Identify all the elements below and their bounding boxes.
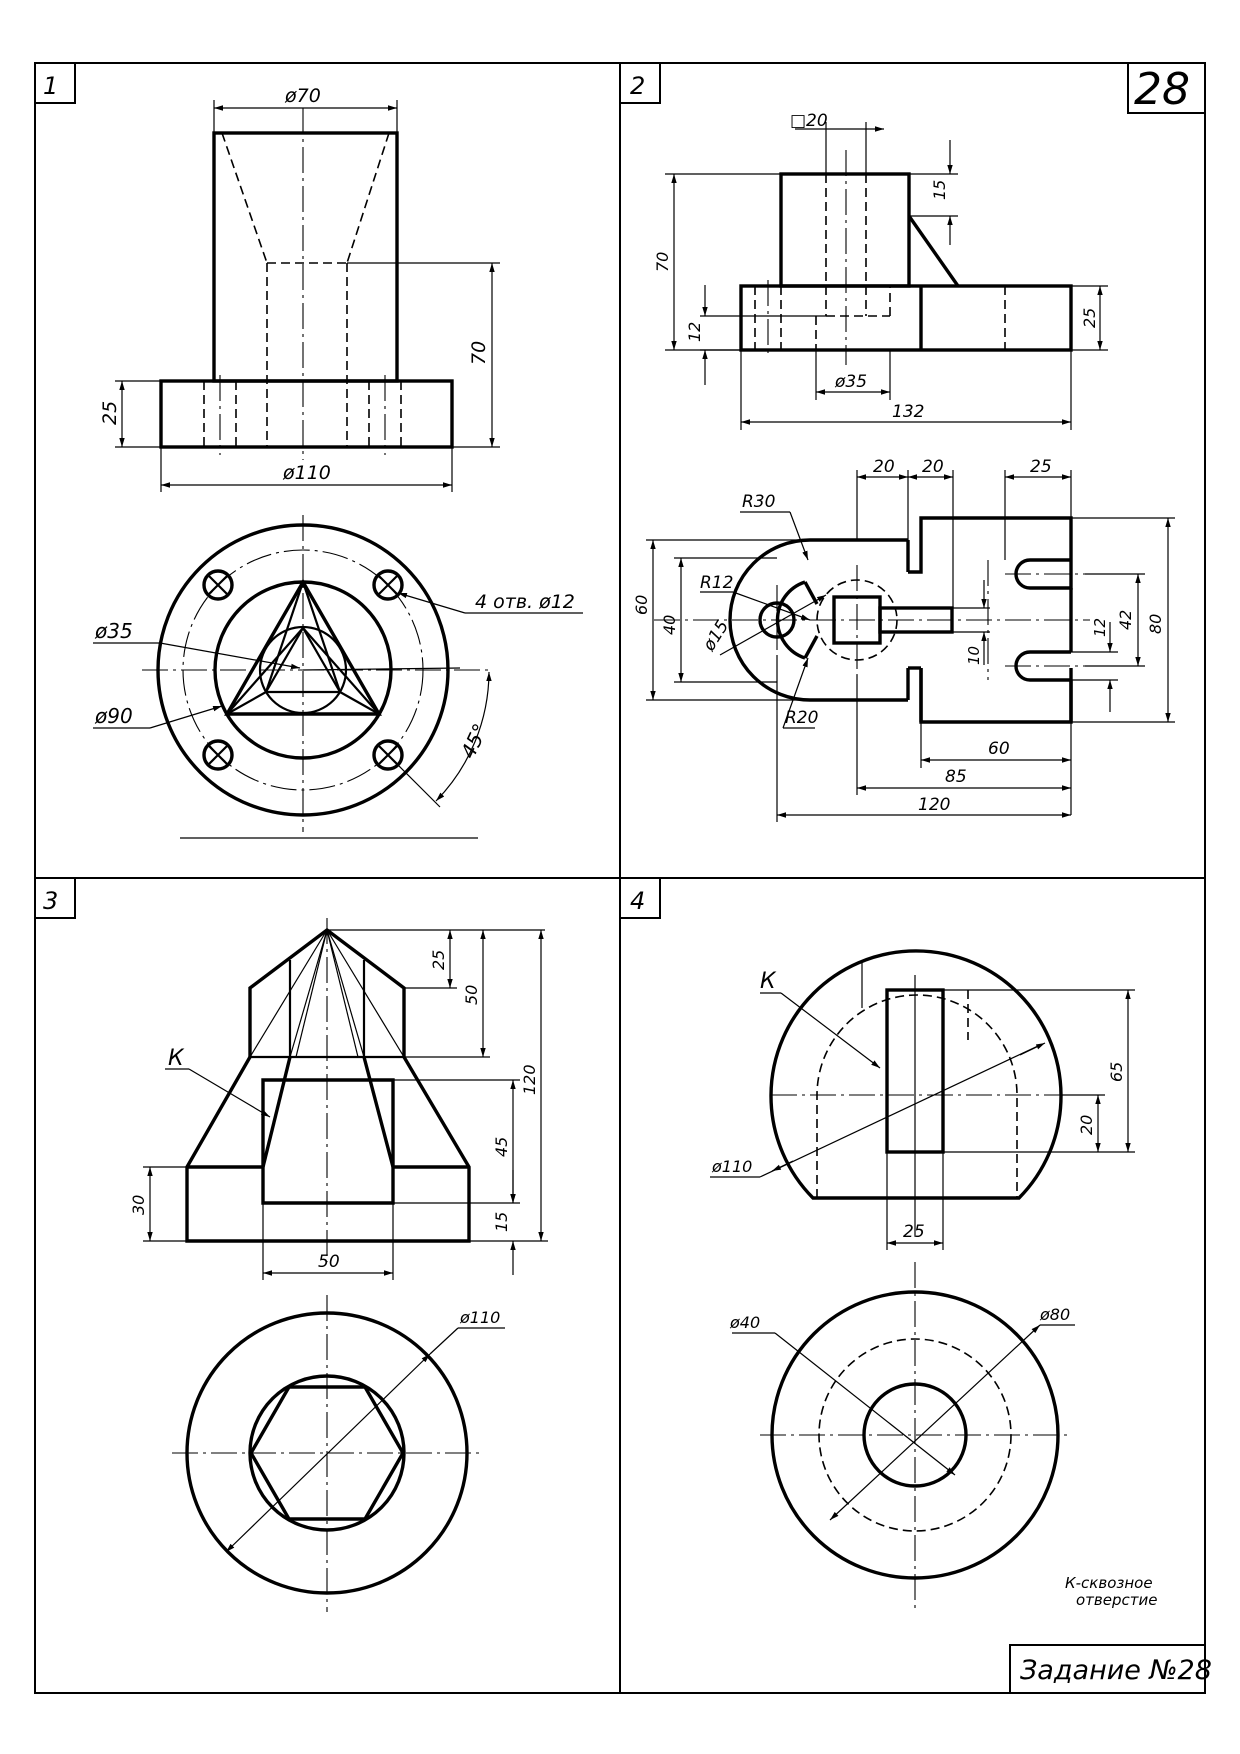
dim-h20-4: 20 <box>1077 1115 1096 1135</box>
panel-1-number-box: 1 <box>35 63 76 104</box>
dim-h120-3: 120 <box>520 1064 539 1095</box>
dim-h12: 12 <box>685 322 704 342</box>
note-line-2: отверстие <box>1076 1591 1157 1609</box>
dim-h15: 15 <box>930 180 949 200</box>
label-k-3: К <box>168 1046 185 1071</box>
dim-h65-4: 65 <box>1107 1062 1126 1082</box>
task-label-box: Задание №28 <box>1009 1644 1212 1693</box>
dim-h12b: 12 <box>1091 618 1109 637</box>
panel-2-number-box: 2 <box>620 63 661 104</box>
sheet-number: 28 <box>1134 64 1190 115</box>
dim-h70: 70 <box>468 341 490 365</box>
dim-d40-4: ø40 <box>729 1313 760 1332</box>
drawing-1-top-view: 4 отв. ø12 ø35 ø90 45° <box>93 515 583 839</box>
dim-d90: ø90 <box>94 704 133 728</box>
drawing-4: К 65 20 ø110 25 <box>710 949 1135 1612</box>
dim-w20a: 20 <box>873 457 895 477</box>
drawing-2: □20 15 70 25 12 ø35 <box>632 111 1175 822</box>
dim-h42: 42 <box>1116 610 1135 630</box>
dim-sq20: □20 <box>790 111 828 131</box>
dim-angle: 45° <box>456 720 493 762</box>
drawing-2-front-dimensions: □20 15 70 25 12 ø35 <box>653 111 1108 430</box>
dim-d70: ø70 <box>284 85 321 107</box>
sheet-number-box: 28 <box>1127 63 1205 115</box>
dim-h10: 10 <box>965 646 983 665</box>
dim-w60: 60 <box>988 739 1010 759</box>
panel-4-number-box: 4 <box>620 878 661 919</box>
dim-d80-4: ø80 <box>1039 1305 1070 1324</box>
dim-holes: 4 отв. ø12 <box>475 591 575 613</box>
dim-d110: ø110 <box>282 462 331 484</box>
dim-w120: 120 <box>918 795 950 815</box>
dim-w20b: 20 <box>922 457 944 477</box>
drawing-1-front-view <box>159 108 454 460</box>
drawing-3: К 25 50 120 45 15 30 <box>129 918 548 1612</box>
dim-d35-2: ø35 <box>834 372 867 392</box>
drawing-4-front-view <box>769 949 1063 1235</box>
panel-3-number: 3 <box>43 887 58 915</box>
dim-h25: 25 <box>99 401 121 425</box>
panel-2-number: 2 <box>630 72 645 100</box>
drawing-4-top-view: ø40 ø80 <box>729 1262 1075 1612</box>
dim-h45-3: 45 <box>492 1137 511 1157</box>
dim-h40: 40 <box>660 615 679 635</box>
drawing-2-top-dimensions: 20 20 25 R30 R12 ø15 R20 60 40 <box>632 457 1175 822</box>
dim-h25-3: 25 <box>429 950 448 970</box>
dim-h80: 80 <box>1146 614 1165 634</box>
dim-w50-3: 50 <box>318 1252 340 1272</box>
dim-d110-3: ø110 <box>459 1308 500 1327</box>
dim-r30: R30 <box>742 492 775 512</box>
dim-h25: 25 <box>1080 308 1099 328</box>
dim-d15: ø15 <box>699 617 733 656</box>
task-label: Задание №28 <box>1020 1655 1212 1686</box>
drawing-3-front-view <box>185 918 471 1262</box>
drawing-1: ø70 70 25 ø110 <box>93 85 583 839</box>
panel-3-number-box: 3 <box>35 878 76 919</box>
drawing-1-dimensions: ø70 70 25 ø110 <box>99 85 500 492</box>
note: К-сквозное отверстие <box>1065 1574 1157 1609</box>
dim-w85: 85 <box>945 767 967 787</box>
panel-1-number: 1 <box>43 72 58 100</box>
dim-d35: ø35 <box>94 619 133 643</box>
dim-r20: R20 <box>785 708 818 728</box>
dim-h70: 70 <box>653 252 672 272</box>
dim-w25: 25 <box>1030 457 1052 477</box>
label-k-4: К <box>760 969 777 994</box>
dim-h60: 60 <box>632 595 651 615</box>
drawing-3-dimensions: К 25 50 120 45 15 30 <box>129 929 548 1280</box>
dim-w25-4: 25 <box>903 1222 925 1242</box>
dim-r12: R12 <box>700 573 733 593</box>
drawing-2-front-view <box>739 150 1073 365</box>
dim-w132: 132 <box>892 402 924 422</box>
dim-h15-3: 15 <box>492 1212 511 1232</box>
note-line-1: К-сквозное <box>1065 1574 1153 1592</box>
dim-h30-3: 30 <box>129 1195 148 1215</box>
drawing-3-top-view: ø110 <box>172 1295 505 1612</box>
dim-h50-3: 50 <box>462 985 481 1005</box>
sheet-frame <box>34 62 1206 1694</box>
drawing-4-dimensions: К 65 20 ø110 25 <box>710 969 1135 1250</box>
dim-d110-4: ø110 <box>711 1157 752 1176</box>
panel-4-number: 4 <box>630 887 645 915</box>
